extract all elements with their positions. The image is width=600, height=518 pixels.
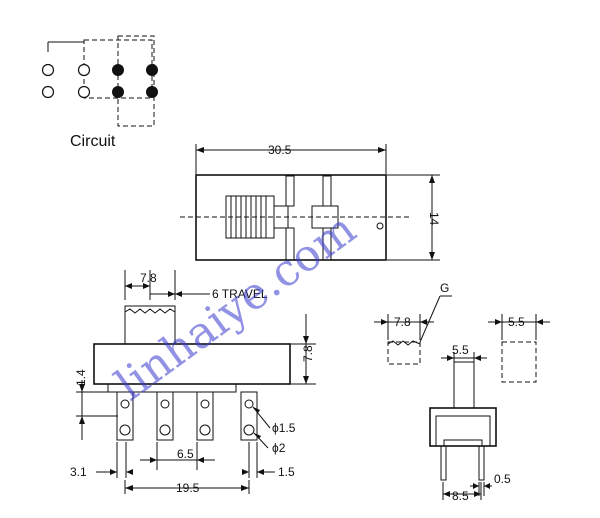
top-height-label: 14 [427,212,441,226]
side-pin-thickness-label: 0.5 [494,472,511,486]
contact-open [77,63,91,77]
side-inner-label: 5.5 [452,343,469,357]
slider-ribs [230,196,267,238]
contact-closed [146,64,158,76]
contact-open [77,85,91,99]
side-view: G 7.8 5.5 5.5 8.5 [374,281,550,503]
g-label: G [440,281,449,295]
front-view: 7.8 6 TRAVEL 7.8 1.4 ϕ1.5 ϕ2 6.5 [70,270,316,495]
right-outline [501,341,537,383]
span-label: 19.5 [176,481,200,495]
circuit-symbol: Circuit [41,35,158,150]
contact-closed [146,86,158,98]
left-offset-label: 1.4 [74,369,88,386]
circuit-label: Circuit [70,133,116,150]
contact-closed [112,64,124,76]
side-right-label: 5.5 [508,315,525,329]
left-margin-label: 3.1 [70,465,87,479]
top-width-label: 30.5 [268,143,292,157]
side-housing [429,407,497,447]
contact-open [41,63,55,77]
side-pin-left [440,445,447,481]
top-view: 30.5 14 [180,143,441,261]
terminal-pins [116,391,258,441]
side-stem [453,361,475,409]
right-margin-label: 1.5 [278,465,295,479]
side-actuator-label: 7.8 [394,315,411,329]
travel-label: 6 TRAVEL [212,287,268,301]
side-pin-span-label: 8.5 [452,489,469,503]
side-pin-right [478,445,485,481]
contact-closed [112,86,124,98]
slider-knob [225,195,275,239]
hole-small-label: ϕ1.5 [272,421,296,435]
body-height-label: 7.8 [301,345,315,362]
front-body [93,343,291,385]
hole-large-label: ϕ2 [272,441,286,455]
actuator-outline [387,341,421,365]
contact-open [41,85,55,99]
actuator-width-label: 7.8 [140,271,157,285]
circuit-dashed-box-2 [117,35,155,127]
pin-pitch-label: 6.5 [177,447,194,461]
